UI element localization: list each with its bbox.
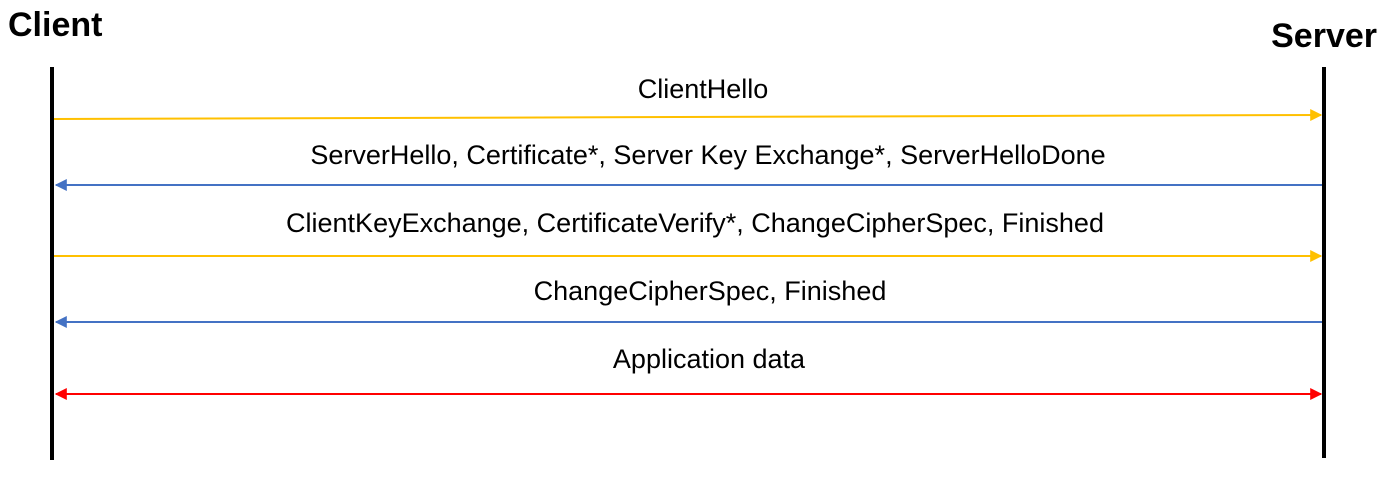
message-label: ClientHello [638,74,769,104]
client-label: Client [8,6,102,44]
message-arrow [53,109,1323,122]
message-application-data: Application data [54,344,1323,400]
message-label: ClientKeyExchange, CertificateVerify*, C… [286,208,1104,238]
message-label: Application data [613,344,806,374]
server-label: Server [1271,17,1377,55]
message-label: ChangeCipherSpec, Finished [534,276,887,306]
message-server-finished: ChangeCipherSpec, Finished [54,276,1322,328]
message-client-key-exchange: ClientKeyExchange, CertificateVerify*, C… [54,208,1323,262]
message-server-hello: ServerHello, Certificate*, Server Key Ex… [54,140,1322,191]
message-label: ServerHello, Certificate*, Server Key Ex… [310,140,1105,170]
message-client-hello: ClientHello [53,74,1323,122]
